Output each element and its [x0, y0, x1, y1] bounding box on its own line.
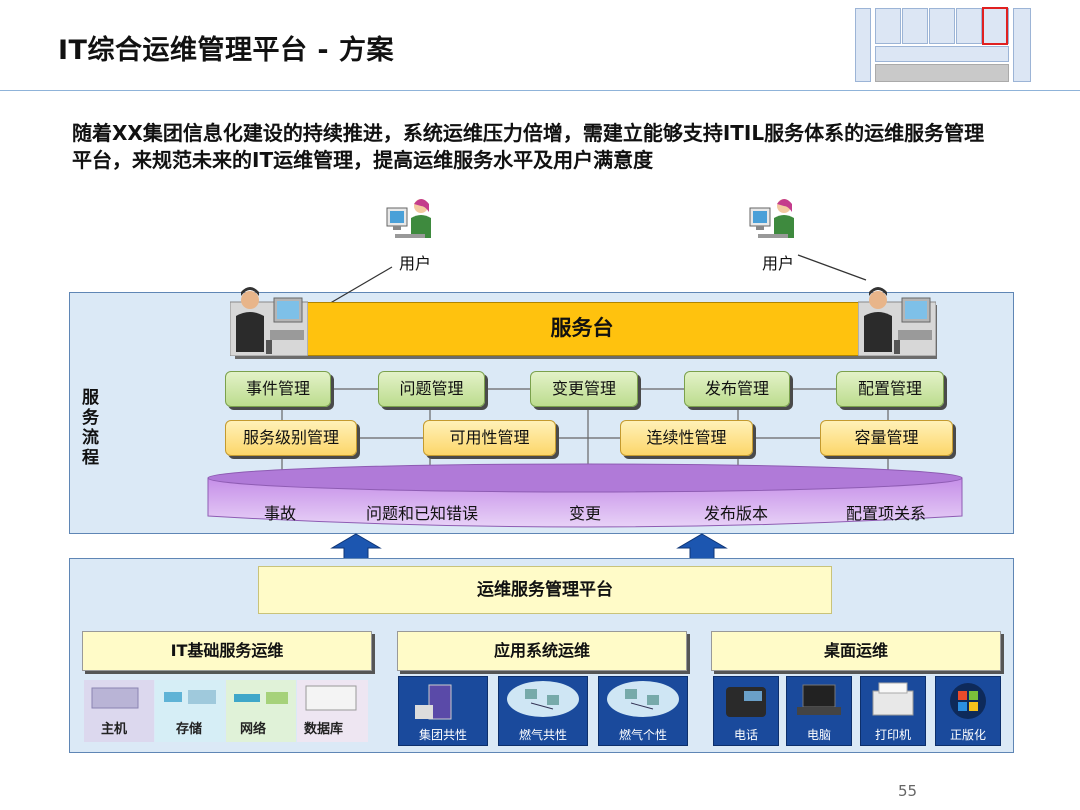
desktop-tile-label: 电脑 — [806, 728, 831, 742]
infra-label-host: 主机 — [101, 722, 128, 737]
service-desk-label: 服务台 — [550, 316, 614, 340]
category-application-systems: 应用系统运维 — [397, 631, 687, 671]
service-process-label: 服务流程 — [82, 388, 99, 468]
desktop-tile-label: 打印机 — [874, 728, 911, 742]
user-label: 用户 — [762, 254, 795, 273]
app-tile-gas-specific: 燃气个性 — [598, 676, 688, 746]
printer-icon — [872, 682, 914, 716]
process-box-capacity: 容量管理 — [820, 420, 953, 456]
db-item-incident: 事故 — [264, 504, 297, 523]
desktop-tile-label: 正版化 — [949, 728, 986, 742]
app-tile-group-common: 集团共性 — [398, 676, 488, 746]
user-icon — [748, 194, 800, 246]
desktop-tile-computer: 电脑 — [786, 676, 852, 746]
up-arrow-icon — [676, 533, 728, 560]
process-box-release: 发布管理 — [684, 371, 790, 407]
desktop-tile-phone: 电话 — [713, 676, 779, 746]
agent-icon — [857, 278, 937, 357]
page-number: 55 — [898, 782, 918, 800]
process-box-availability: 可用性管理 — [423, 420, 556, 456]
service-desk-bar — [232, 302, 934, 356]
app-tile-label: 燃气共性 — [518, 728, 567, 742]
desktop-tile-licensing: 正版化 — [935, 676, 1001, 746]
user-icon — [385, 194, 437, 246]
process-box-continuity: 连续性管理 — [620, 420, 753, 456]
infra-image-strip — [84, 680, 368, 742]
app-tile-label: 燃气个性 — [618, 728, 667, 742]
up-arrow-icon — [330, 533, 382, 560]
slide-thumbnail — [855, 6, 1031, 82]
infra-label-network: 网络 — [240, 722, 267, 737]
app-tile-gas-common: 燃气共性 — [498, 676, 588, 746]
phone-icon — [726, 687, 766, 717]
process-box-problem: 问题管理 — [378, 371, 485, 407]
network-icon — [507, 681, 579, 717]
server-icon — [415, 684, 452, 720]
db-item-release: 发布版本 — [704, 504, 769, 523]
category-desktop: 桌面运维 — [711, 631, 1001, 671]
db-item-known-error: 问题和已知错误 — [366, 504, 479, 523]
windows-logo-icon — [950, 683, 986, 719]
db-item-change: 变更 — [569, 504, 602, 523]
agent-icon — [229, 278, 309, 357]
page-title: IT综合运维管理平台 - 方案 — [58, 35, 394, 66]
network-icon — [607, 681, 679, 717]
platform-title: 运维服务管理平台 — [258, 566, 832, 614]
laptop-icon — [797, 684, 841, 715]
process-box-change: 变更管理 — [530, 371, 638, 407]
process-box-service-level: 服务级别管理 — [225, 420, 357, 456]
process-box-configuration: 配置管理 — [836, 371, 944, 407]
process-box-incident: 事件管理 — [225, 371, 331, 407]
intro-paragraph: 随着XX集团信息化建设的持续推进，系统运维压力倍增，需建立能够支持ITIL服务体… — [72, 121, 985, 172]
infra-label-database: 数据库 — [304, 722, 344, 737]
title-divider — [0, 90, 1080, 91]
app-tile-label: 集团共性 — [418, 728, 467, 742]
infra-label-storage: 存储 — [176, 722, 203, 737]
user-label: 用户 — [399, 254, 432, 273]
desktop-tile-printer: 打印机 — [860, 676, 926, 746]
db-item-ci-relations: 配置项关系 — [846, 504, 927, 523]
category-it-infrastructure: IT基础服务运维 — [82, 631, 372, 671]
desktop-tile-label: 电话 — [733, 728, 758, 742]
cmdb-cylinder — [207, 463, 963, 528]
